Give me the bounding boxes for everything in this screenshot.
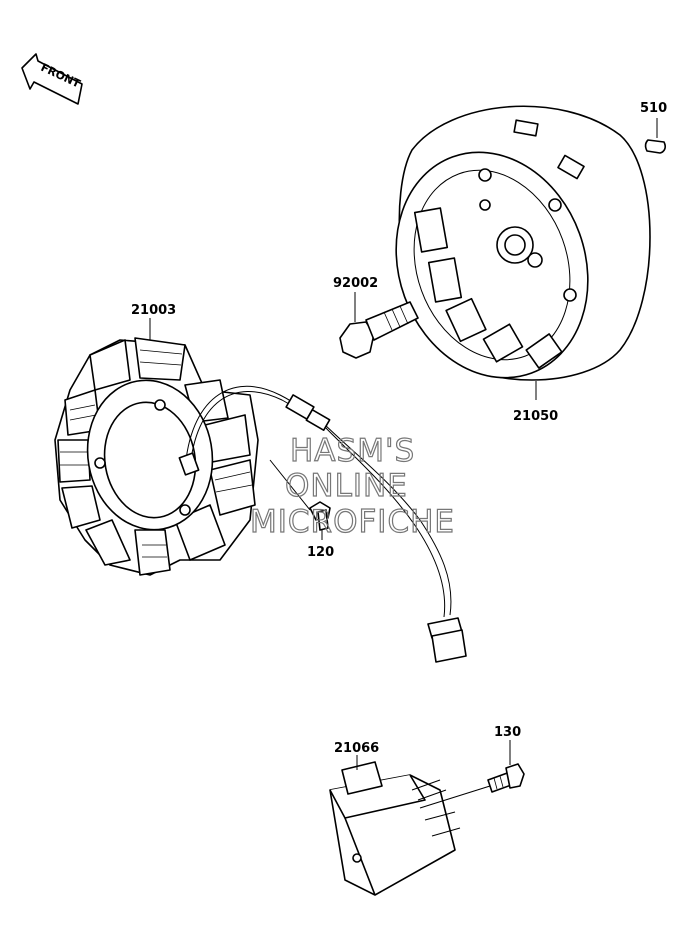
flywheel-rotor [395,105,651,400]
regulator-screw [487,740,525,793]
part-number-21003[interactable]: 21003 [131,303,176,318]
stator-wiring-harness [178,385,467,663]
woodruff-key [644,118,667,154]
front-arrow: FRONT [21,53,83,105]
stator-screw [309,501,331,540]
part-number-130[interactable]: 130 [494,725,521,740]
watermark: HASM'S ONLINE MICROFICHE [249,432,455,540]
part-number-92002[interactable]: 92002 [333,276,378,291]
part-number-21050[interactable]: 21050 [513,409,558,424]
watermark-line3: MICROFICHE [250,504,455,540]
part-number-510[interactable]: 510 [640,101,667,116]
watermark-line2: ONLINE [285,468,408,504]
watermark-line1: HASM'S [290,433,415,469]
part-number-120[interactable]: 120 [307,545,334,560]
flywheel-bolt [339,292,419,359]
stator-coil [54,318,259,576]
part-number-21066[interactable]: 21066 [334,741,379,756]
voltage-regulator [329,755,491,896]
